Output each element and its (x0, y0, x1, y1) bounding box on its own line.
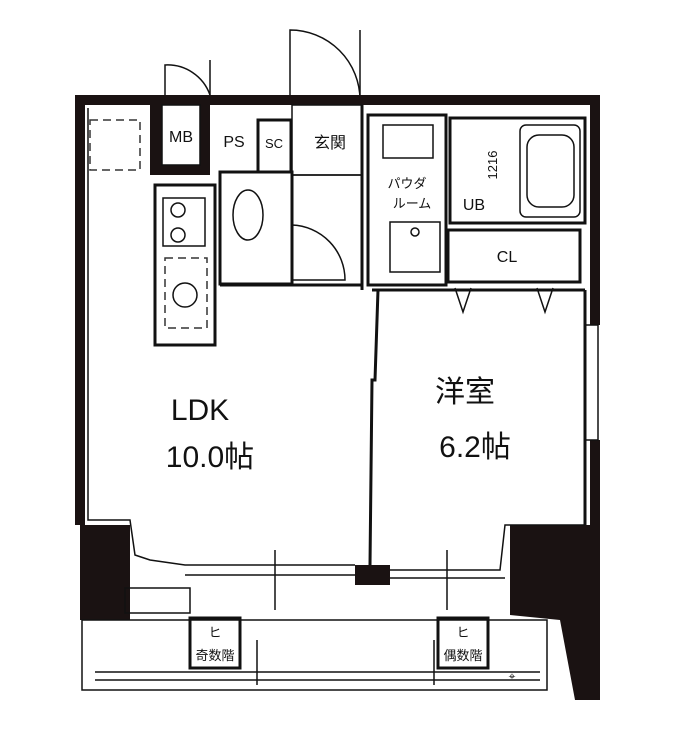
bathtub (526, 134, 575, 208)
ldk-name: LDK (171, 394, 229, 427)
drain-icon: ⌖ (509, 669, 516, 683)
hatch-even-label-1: ヒ (456, 625, 469, 640)
entrance-door (164, 29, 361, 101)
entrance-label: 玄関 (314, 134, 346, 152)
powder-room: パウダ ルーム (366, 113, 448, 287)
stove-burner-icon (170, 227, 186, 243)
western-room-size: 6.2帖 (439, 431, 511, 464)
closet: CL (446, 228, 582, 315)
toilet-icon (232, 189, 264, 241)
meter-box-label: MB (169, 129, 193, 146)
unit-bath-size: 1216 (485, 151, 500, 180)
unit-bath-label: UB (463, 197, 485, 214)
pipe-space-label: PS (223, 134, 244, 151)
western-room-name: 洋室 (435, 376, 495, 409)
closet-label: CL (497, 249, 518, 266)
hatch-odd-label-2: 奇数階 (195, 648, 234, 663)
hatch-even-label-2: 偶数階 (443, 648, 482, 663)
powder-room-label-1: パウダ (387, 176, 426, 191)
washer-drain-icon (410, 227, 420, 237)
hatch-odd-label-1: ヒ (208, 625, 221, 640)
sink-icon (172, 282, 198, 308)
ldk-size: 10.0帖 (166, 441, 254, 474)
shoe-closet-label: SC (265, 136, 283, 151)
balcony: ヒ 奇数階 ヒ 偶数階 ⌖ (81, 587, 548, 691)
stove-burner-icon (170, 202, 186, 218)
kitchen-counter (153, 183, 217, 347)
meter-box (161, 104, 201, 166)
unit-bath: UB 1216 (448, 116, 587, 225)
powder-room-label-2: ルーム (393, 196, 432, 211)
toilet-room (218, 170, 346, 286)
